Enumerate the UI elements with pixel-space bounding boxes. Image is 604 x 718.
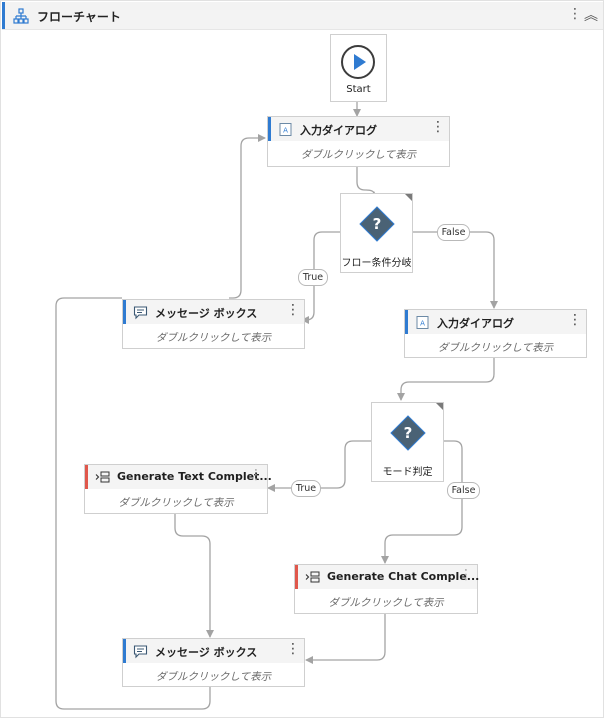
message-box-icon: [133, 306, 148, 320]
branch-false-label[interactable]: False: [437, 224, 470, 241]
connector-input2-decision2: [397, 358, 495, 401]
branch-false-label[interactable]: False: [447, 482, 480, 499]
activity-hint: ダブルクリックして表示: [155, 671, 272, 683]
decision-corner-marker: [436, 403, 443, 410]
svg-text:A: A: [420, 320, 425, 328]
svg-text:?: ?: [373, 215, 382, 233]
activity-menu-icon[interactable]: ⋮: [286, 641, 300, 657]
panel-accent-bar: [2, 2, 5, 29]
activity-hint: ダブルクリックして表示: [118, 497, 234, 509]
activity-hint: ダブルクリックして表示: [155, 332, 272, 344]
activity-menu-icon[interactable]: ⋮: [459, 567, 473, 583]
decision-flow-branch[interactable]: ? フロー条件分岐: [340, 193, 413, 273]
activity-accent-bar: [268, 117, 271, 141]
activity-title: メッセージ ボックス: [155, 307, 258, 320]
activity-input-dialog-2[interactable]: A 入力ダイアログ ⋮ ダブルクリックして表示: [404, 309, 587, 358]
activity-title: 入力ダイアログ: [300, 124, 377, 137]
activity-header: メッセージ ボックス ⋮: [123, 639, 304, 663]
activity-accent-bar: [405, 310, 408, 334]
generate-icon: [305, 571, 320, 583]
activity-message-box-1[interactable]: メッセージ ボックス ⋮ ダブルクリックして表示: [122, 299, 305, 349]
activity-hint: ダブルクリックして表示: [437, 342, 554, 354]
connector-gentext-msg2: [174, 512, 214, 638]
connector-genchat-msg2: [305, 612, 386, 664]
activity-accent-bar: [123, 639, 126, 663]
question-diamond-icon: ?: [390, 415, 426, 451]
activity-menu-icon[interactable]: ⋮: [286, 302, 300, 318]
branch-true-label[interactable]: True: [291, 480, 321, 497]
start-node[interactable]: Start: [330, 34, 387, 102]
connector-loop-back-2: [55, 297, 211, 710]
start-label: Start: [346, 84, 371, 95]
activity-header: Generate Text Complet... ⋮: [85, 465, 272, 489]
activity-menu-icon[interactable]: ⋮: [249, 467, 263, 483]
activity-hint: ダブルクリックして表示: [328, 597, 444, 609]
activity-generate-text-completion[interactable]: Generate Text Complet... ⋮ ダブルクリックして表示: [84, 464, 272, 514]
activity-title: Generate Text Complet...: [117, 470, 272, 483]
activity-title: 入力ダイアログ: [437, 317, 514, 330]
play-icon: [341, 45, 375, 79]
message-box-icon: [133, 645, 148, 659]
connector-input1-decision1: [356, 166, 378, 199]
panel-title: フローチャート: [37, 10, 121, 24]
activity-message-box-2[interactable]: メッセージ ボックス ⋮ ダブルクリックして表示: [122, 638, 305, 687]
collapse-icon[interactable]: ︽: [584, 8, 598, 24]
connector-decision1-false: [411, 231, 498, 309]
question-diamond-icon: ?: [359, 206, 395, 242]
activity-accent-bar: [295, 565, 298, 589]
activity-accent-bar: [123, 300, 126, 324]
activity-generate-chat-completion[interactable]: Generate Chat Comple... ⋮ ダブルクリックして表示: [294, 564, 480, 614]
activity-menu-icon[interactable]: ⋮: [568, 312, 582, 328]
svg-text:A: A: [283, 127, 288, 135]
activity-header: A 入力ダイアログ ⋮: [405, 310, 586, 334]
input-dialog-icon: A: [416, 316, 429, 329]
generate-icon: [95, 471, 110, 483]
connector-decision2-false: [381, 440, 463, 564]
connector-loop-back-1: [229, 134, 266, 299]
more-options-icon[interactable]: ⋮: [568, 6, 582, 22]
activity-title: Generate Chat Comple...: [327, 570, 480, 583]
activity-title: メッセージ ボックス: [155, 646, 258, 659]
activity-header: メッセージ ボックス ⋮: [123, 300, 304, 324]
connector-decision2-true: [267, 440, 371, 492]
decision-corner-marker: [405, 194, 412, 201]
activity-menu-icon[interactable]: ⋮: [431, 119, 445, 135]
decision-mode-check[interactable]: ? モード判定: [371, 402, 444, 482]
svg-text:?: ?: [404, 424, 413, 442]
decision-label: モード判定: [382, 467, 433, 478]
activity-accent-bar: [85, 465, 88, 489]
branch-true-label[interactable]: True: [298, 269, 328, 286]
flowchart-icon: [13, 8, 29, 24]
decision-label: フロー条件分岐: [341, 258, 412, 269]
input-dialog-icon: A: [279, 123, 292, 136]
panel-header: フローチャート ⋮ ︽: [2, 2, 603, 30]
activity-header: A 入力ダイアログ ⋮: [268, 117, 449, 141]
activity-input-dialog-1[interactable]: A 入力ダイアログ ⋮ ダブルクリックして表示: [267, 116, 450, 167]
activity-header: Generate Chat Comple... ⋮: [295, 565, 480, 589]
activity-hint: ダブルクリックして表示: [300, 149, 417, 161]
